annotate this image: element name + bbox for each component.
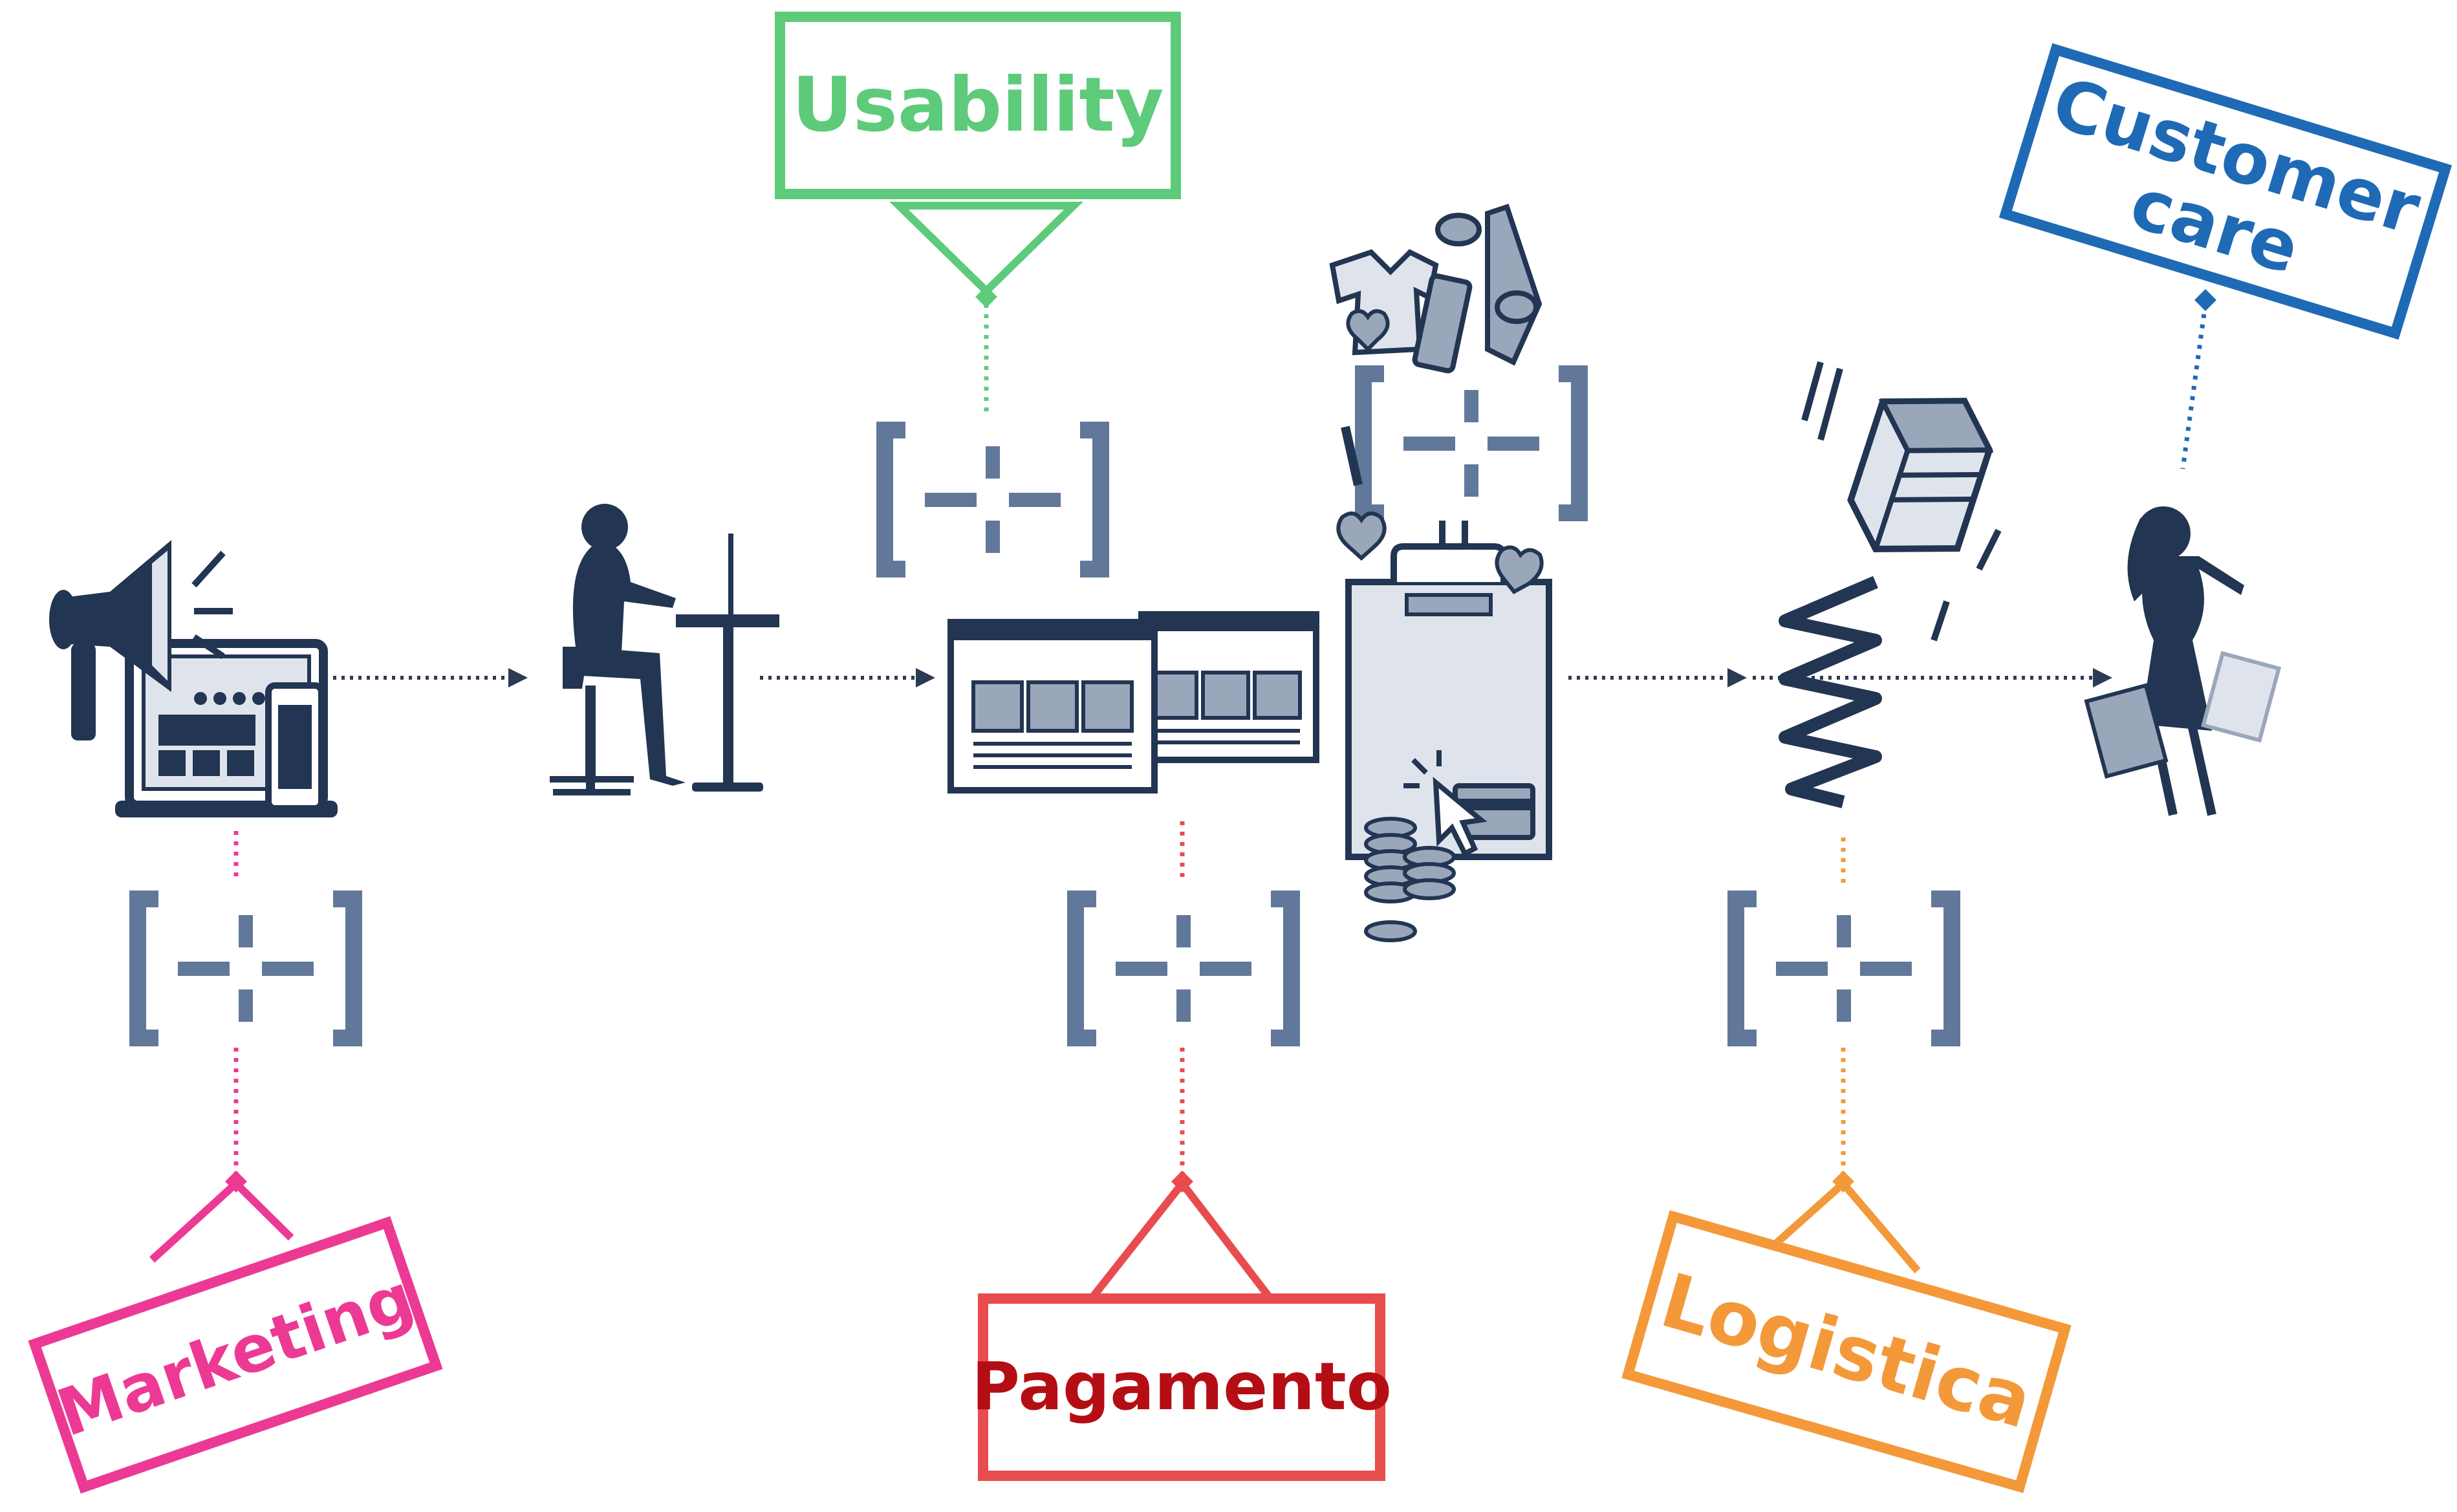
logistica-hanger — [1768, 1180, 1921, 1273]
marketing-label: Marketing — [48, 1258, 423, 1451]
products-icon — [1329, 203, 1542, 486]
sign-hangers — [149, 202, 1921, 1299]
pagamento-hanger — [1090, 1181, 1272, 1299]
customer-care-connector — [2180, 303, 2208, 470]
usability-sign: Usability — [775, 12, 1181, 199]
usability-label: Usability — [792, 61, 1164, 149]
woman-at-computer-icon — [550, 504, 779, 795]
pagamento-label: Pagamento — [971, 1348, 1392, 1426]
spring-box-icon — [1779, 361, 2002, 808]
ecommerce-webpages-icon — [947, 611, 1319, 794]
marketing-sign: Marketing — [28, 1216, 443, 1494]
usability-hanger — [889, 202, 1083, 297]
logistica-label: Logistica — [1652, 1257, 2042, 1446]
coins-icon — [1364, 817, 1456, 942]
megaphone-laptop-icon — [49, 540, 338, 817]
logistica-sign: Logistica — [1621, 1210, 2072, 1493]
pagamento-sign: Pagamento — [971, 1293, 1392, 1481]
connectors — [233, 303, 2208, 1174]
woman-with-shopping-bags-icon — [2084, 506, 2282, 816]
marketing-hanger — [149, 1180, 294, 1263]
shopping-bag-payment-icon — [1336, 512, 1552, 942]
customer-care-sign: Customer care — [1998, 43, 2452, 340]
